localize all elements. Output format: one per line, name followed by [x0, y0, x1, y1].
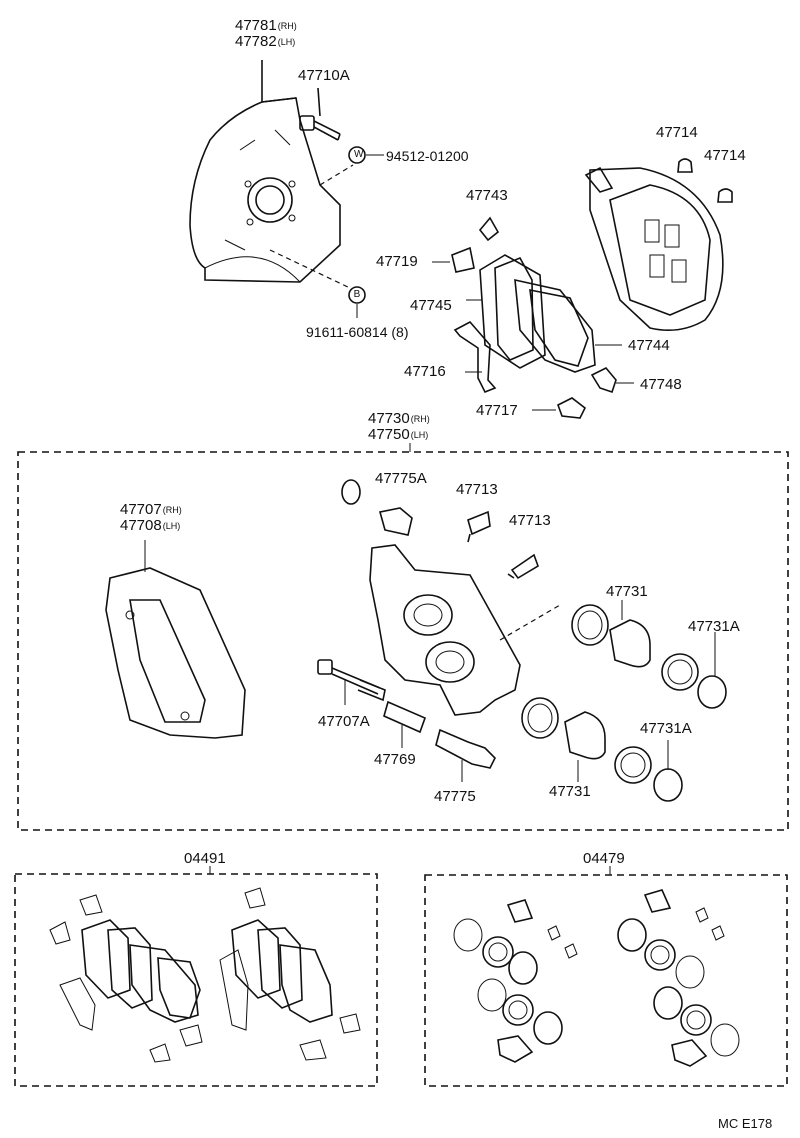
boot-47714-a: [677, 158, 693, 173]
seal-kit-drawing: [453, 889, 740, 1067]
part-47750: 47750: [368, 426, 410, 443]
ring-47731a-a: [697, 675, 727, 709]
part-47714-a: 47714: [656, 124, 698, 141]
part-47731a-a: 47731A: [688, 618, 740, 635]
bolt-marker-label: B: [353, 289, 361, 300]
part-47769: 47769: [374, 751, 416, 768]
boot-47731a-b: [614, 746, 652, 784]
part-47775: 47775: [434, 788, 476, 805]
brake-pads-drawing: [479, 254, 596, 373]
part-47731a-b: 47731A: [640, 720, 692, 737]
pin-47769-drawing: [383, 700, 427, 734]
part-47750-side: (LH): [410, 430, 429, 440]
washer-marker-label: W: [354, 149, 364, 160]
part-47782: 47782: [235, 33, 277, 50]
bracket-drawing: [105, 540, 246, 739]
pad-kit-frame: [14, 873, 378, 1087]
washer-marker: [348, 146, 366, 164]
part-47713-b: 47713: [509, 512, 551, 529]
part-47719: 47719: [376, 253, 418, 270]
clip-47748-drawing: [590, 367, 617, 394]
piston-47731-a: [609, 619, 651, 668]
clip-47743-drawing: [478, 216, 500, 242]
part-47775a: 47775A: [375, 470, 427, 487]
bleeder-47713-b: [507, 553, 539, 580]
seal-47731-b: [521, 697, 559, 739]
part-47707a: 47707A: [318, 713, 370, 730]
shim-47716-drawing: [453, 320, 497, 394]
boot-47731a-a: [661, 653, 699, 691]
caliper-drawing: [584, 166, 724, 331]
part-47708: 47708: [120, 517, 162, 534]
boot-47714-b: [717, 188, 733, 203]
dust-cover-drawing: [189, 60, 341, 283]
part-47745: 47745: [410, 297, 452, 314]
part-94512-01200: 94512-01200: [386, 148, 469, 164]
part-47716: 47716: [404, 363, 446, 380]
part-04491: 04491: [184, 850, 226, 867]
part-47730-side: (RH): [410, 414, 430, 424]
pad-kit-drawing: [49, 887, 361, 1063]
part-47731-a: 47731: [606, 583, 648, 600]
part-04479: 04479: [583, 850, 625, 867]
label-47781-47782: 47781(RH) 47782(LH): [235, 18, 297, 50]
part-47781-side: (RH): [277, 21, 297, 31]
part-47782-side: (LH): [277, 37, 296, 47]
boot-47775a-a: [341, 479, 361, 505]
caliper-body-drawing: [369, 544, 561, 716]
part-47744: 47744: [628, 337, 670, 354]
bolt-47710a-drawing: [299, 87, 341, 141]
piston-47731-b: [564, 711, 606, 760]
part-47710a: 47710A: [298, 67, 350, 84]
diagram-code: MC E178: [718, 1116, 773, 1131]
part-47707: 47707: [120, 501, 162, 518]
label-47730-47750: 47730(RH) 47750(LH): [368, 411, 430, 443]
part-47707-side: (RH): [162, 505, 182, 515]
part-47717: 47717: [476, 402, 518, 419]
caliper-kit-frame: [17, 451, 789, 831]
pin-47775-drawing: [435, 728, 496, 769]
part-47743: 47743: [466, 187, 508, 204]
part-91611-60814: 91611-60814 (8): [306, 324, 409, 340]
part-47781: 47781: [235, 17, 277, 34]
part-47714-b: 47714: [704, 147, 746, 164]
part-47731-b: 47731: [549, 783, 591, 800]
ring-47731a-b: [653, 768, 683, 802]
label-47707-47708: 47707(RH) 47708(LH): [120, 502, 182, 534]
part-47708-side: (LH): [162, 521, 181, 531]
seal-kit-frame: [424, 874, 788, 1087]
seal-47731-a: [571, 604, 609, 646]
part-47730: 47730: [368, 410, 410, 427]
part-47748: 47748: [640, 376, 682, 393]
bolt-marker: [348, 286, 366, 304]
part-47713-a: 47713: [456, 481, 498, 498]
guide-pin-47707a-drawing: [317, 659, 386, 705]
boot-47775a-b: [378, 507, 413, 536]
clip-47717-drawing: [557, 397, 587, 419]
bleeder-47713-a: [467, 510, 491, 543]
clip-47719-drawing: [451, 246, 475, 273]
